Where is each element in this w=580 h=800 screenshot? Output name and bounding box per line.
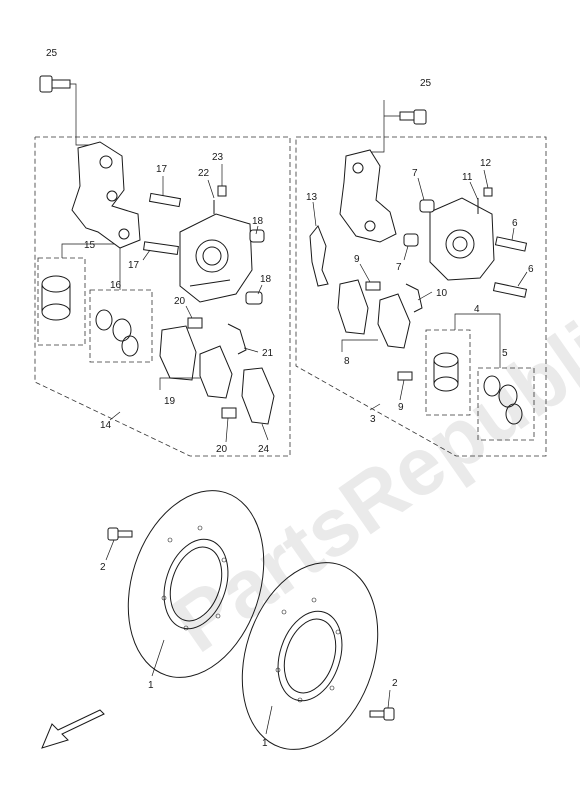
- bolt-25-right: [370, 100, 427, 153]
- pistons-left: [41, 275, 71, 321]
- right-caliper-assembly-box: [295, 136, 547, 457]
- callout-2-left: 2: [100, 562, 106, 573]
- callout-4: 4: [474, 304, 480, 315]
- pin-bolt-17a: [143, 192, 182, 256]
- left-caliper-assembly-box: [34, 136, 291, 457]
- pistons-right: [433, 352, 459, 392]
- seals-left: [95, 309, 139, 357]
- brake-disc-left: [127, 490, 265, 678]
- seal-kit-box-left: [37, 243, 153, 363]
- callout-2-right: 2: [392, 678, 398, 689]
- callout-20-bottom: 20: [216, 444, 228, 455]
- pin-bolts-6-right: [492, 236, 528, 298]
- callout-1-right: 1: [262, 738, 268, 749]
- callout-9-bottom: 9: [398, 402, 404, 413]
- callout-labels: 25 25 17 23 22 18 15 17 16 18 20 21 19 1…: [46, 48, 534, 749]
- callout-15: 15: [84, 240, 96, 251]
- caliper-bracket-right: [339, 149, 397, 243]
- brake-disc-right: [241, 562, 379, 750]
- caliper-body-left: [179, 213, 253, 303]
- callout-11: 11: [462, 172, 473, 183]
- callout-1-left: 1: [148, 680, 154, 691]
- callout-18-top: 18: [252, 216, 264, 227]
- callout-19: 19: [164, 396, 176, 407]
- front-direction-arrow-icon: [41, 709, 105, 749]
- callout-13: 13: [306, 192, 318, 203]
- callout-10: 10: [436, 288, 448, 299]
- seals-right: [483, 375, 523, 425]
- caliper-bracket-left: [71, 141, 141, 249]
- callout-20-top: 20: [174, 296, 186, 307]
- brake-pads-left: [159, 317, 275, 425]
- disc-bolt-2-right: [369, 707, 395, 721]
- brake-pads-right: [337, 279, 423, 381]
- callout-6-bottom: 6: [528, 264, 534, 275]
- callout-24: 24: [258, 444, 270, 455]
- callout-5: 5: [502, 348, 508, 359]
- callout-17-bottom: 17: [128, 260, 140, 271]
- callout-22: 22: [198, 168, 210, 179]
- disc-bolt-2-left: [107, 527, 133, 541]
- caps-7-right: [403, 199, 435, 247]
- callout-25-right: 25: [420, 78, 432, 89]
- callout-17-top: 17: [156, 164, 168, 175]
- callout-6-top: 6: [512, 218, 518, 229]
- bleed-screw-22-23: [213, 185, 227, 214]
- callout-16: 16: [110, 280, 122, 291]
- callout-8: 8: [344, 356, 350, 367]
- caliper-body-right: [429, 197, 495, 281]
- callout-7-top: 7: [412, 168, 418, 179]
- callout-23: 23: [212, 152, 224, 163]
- callout-18-bottom: 18: [260, 274, 272, 285]
- callout-9-top: 9: [354, 254, 360, 265]
- callout-14: 14: [100, 420, 112, 431]
- callout-25-left: 25: [46, 48, 58, 59]
- caps-18: [245, 229, 265, 305]
- callout-7-bottom: 7: [396, 262, 402, 273]
- leader-lines: [105, 164, 528, 735]
- pad-spring-13: [309, 225, 329, 287]
- bolt-25-left: [39, 75, 92, 146]
- seal-kit-box-right: [425, 313, 535, 441]
- callout-12: 12: [480, 158, 492, 169]
- callout-21: 21: [262, 348, 274, 359]
- callout-3: 3: [370, 414, 376, 425]
- watermark: PartsRepublik: [156, 279, 580, 670]
